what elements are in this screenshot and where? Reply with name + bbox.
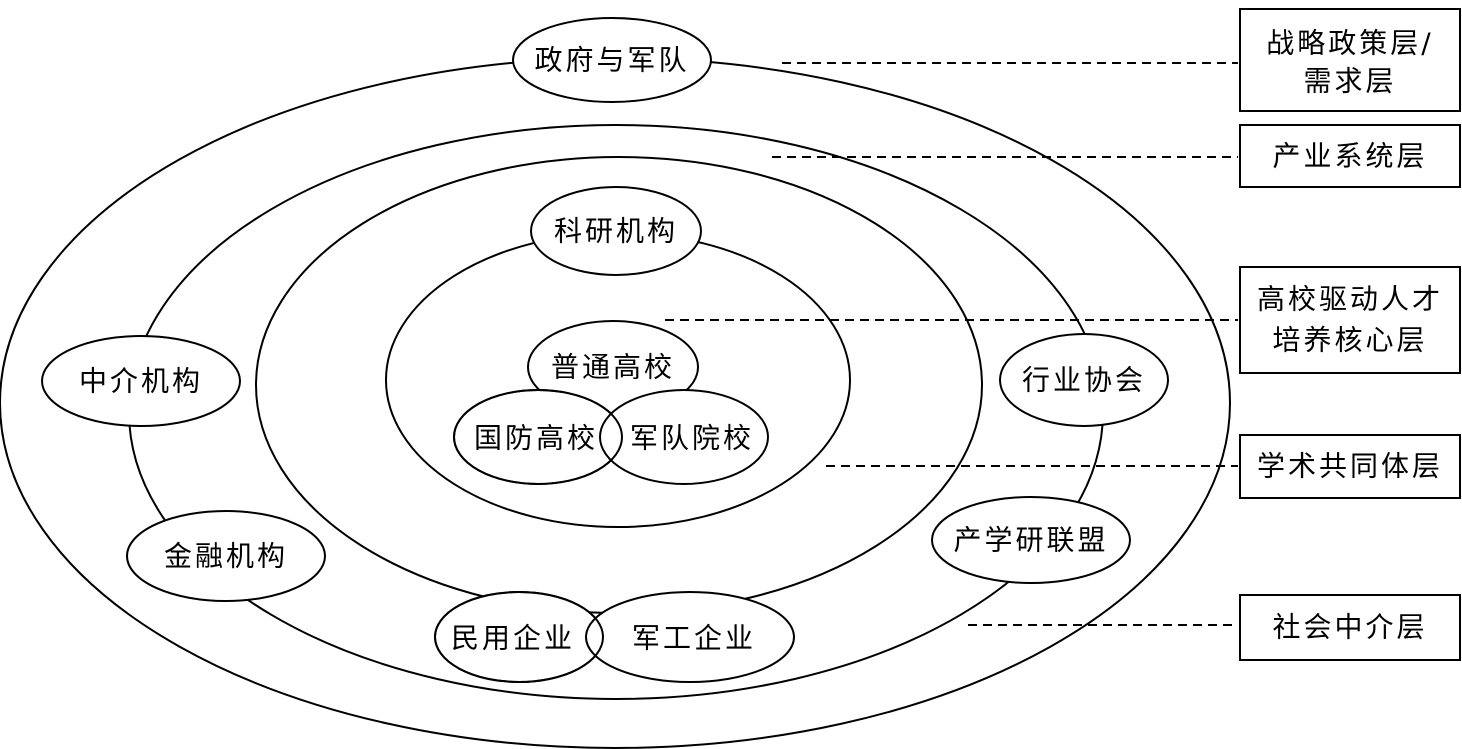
layer-strategy-line2: 需求层: [1303, 65, 1396, 98]
node-civil-enterprise-outline: [434, 591, 604, 683]
node-government-military: 政府与军队: [512, 17, 712, 103]
layer-industry-box: [1239, 124, 1461, 188]
node-research-institutes-shape: [530, 186, 702, 276]
layer-strategy-box: [1239, 8, 1461, 112]
layer-industry-label: 产业系统层: [1272, 140, 1427, 173]
layer-core: 高校驱动人才 培养核心层: [1239, 266, 1461, 374]
layer-strategy-line1: 战略政策层/: [1266, 27, 1433, 60]
layer-core-line1: 高校驱动人才: [1257, 283, 1443, 316]
node-intermediary: 中介机构: [41, 335, 241, 427]
layer-social-label: 社会中介层: [1272, 611, 1427, 644]
layer-academic-label: 学术共同体层: [1257, 450, 1443, 483]
node-general-universities-label: 普通高校: [551, 351, 675, 384]
node-intermediary-shape: [41, 335, 241, 427]
node-intermediary-label: 中介机构: [79, 365, 203, 398]
layer-core-line2: 培养核心层: [1272, 324, 1427, 357]
node-iur-alliance-shape: [931, 496, 1131, 584]
node-industry-association-label: 行业协会: [1022, 364, 1146, 397]
layer-core-box: [1239, 266, 1461, 374]
leader-lines: [665, 62, 1238, 626]
node-iur-alliance: 产学研联盟: [931, 496, 1131, 584]
node-defense-universities-outline: [453, 389, 623, 485]
node-iur-alliance-label: 产学研联盟: [953, 524, 1108, 557]
node-government-military-shape: [512, 17, 712, 103]
node-research-institutes-label: 科研机构: [554, 215, 678, 248]
node-industry-association-shape: [999, 333, 1169, 427]
layer-academic: 学术共同体层: [1239, 434, 1461, 499]
node-pair-enterprises: 民用企业 军工企业: [434, 591, 795, 683]
node-financial: 金融机构: [126, 510, 326, 602]
node-financial-label: 金融机构: [164, 540, 288, 573]
layer-industry: 产业系统层: [1239, 124, 1461, 188]
layer-strategy: 战略政策层/ 需求层: [1239, 8, 1461, 112]
node-civil-enterprise-label: 民用企业: [451, 622, 575, 655]
node-military-academies-label: 军队院校: [630, 422, 754, 455]
node-government-military-label: 政府与军队: [534, 44, 689, 77]
node-military-enterprise-label: 军工企业: [632, 622, 756, 655]
layer-social: 社会中介层: [1239, 594, 1461, 661]
layer-academic-box: [1239, 434, 1461, 499]
node-defense-universities-label: 国防高校: [474, 422, 598, 455]
node-financial-shape: [126, 510, 326, 602]
node-industry-association: 行业协会: [999, 333, 1169, 427]
node-general-universities: 普通高校: [527, 320, 699, 414]
node-pair-universities: 国防高校 军队院校: [453, 389, 769, 485]
node-military-academies-shape: [599, 389, 769, 485]
layer-social-box: [1239, 594, 1461, 661]
node-military-enterprise-shape: [585, 591, 795, 683]
node-research-institutes: 科研机构: [530, 186, 702, 276]
